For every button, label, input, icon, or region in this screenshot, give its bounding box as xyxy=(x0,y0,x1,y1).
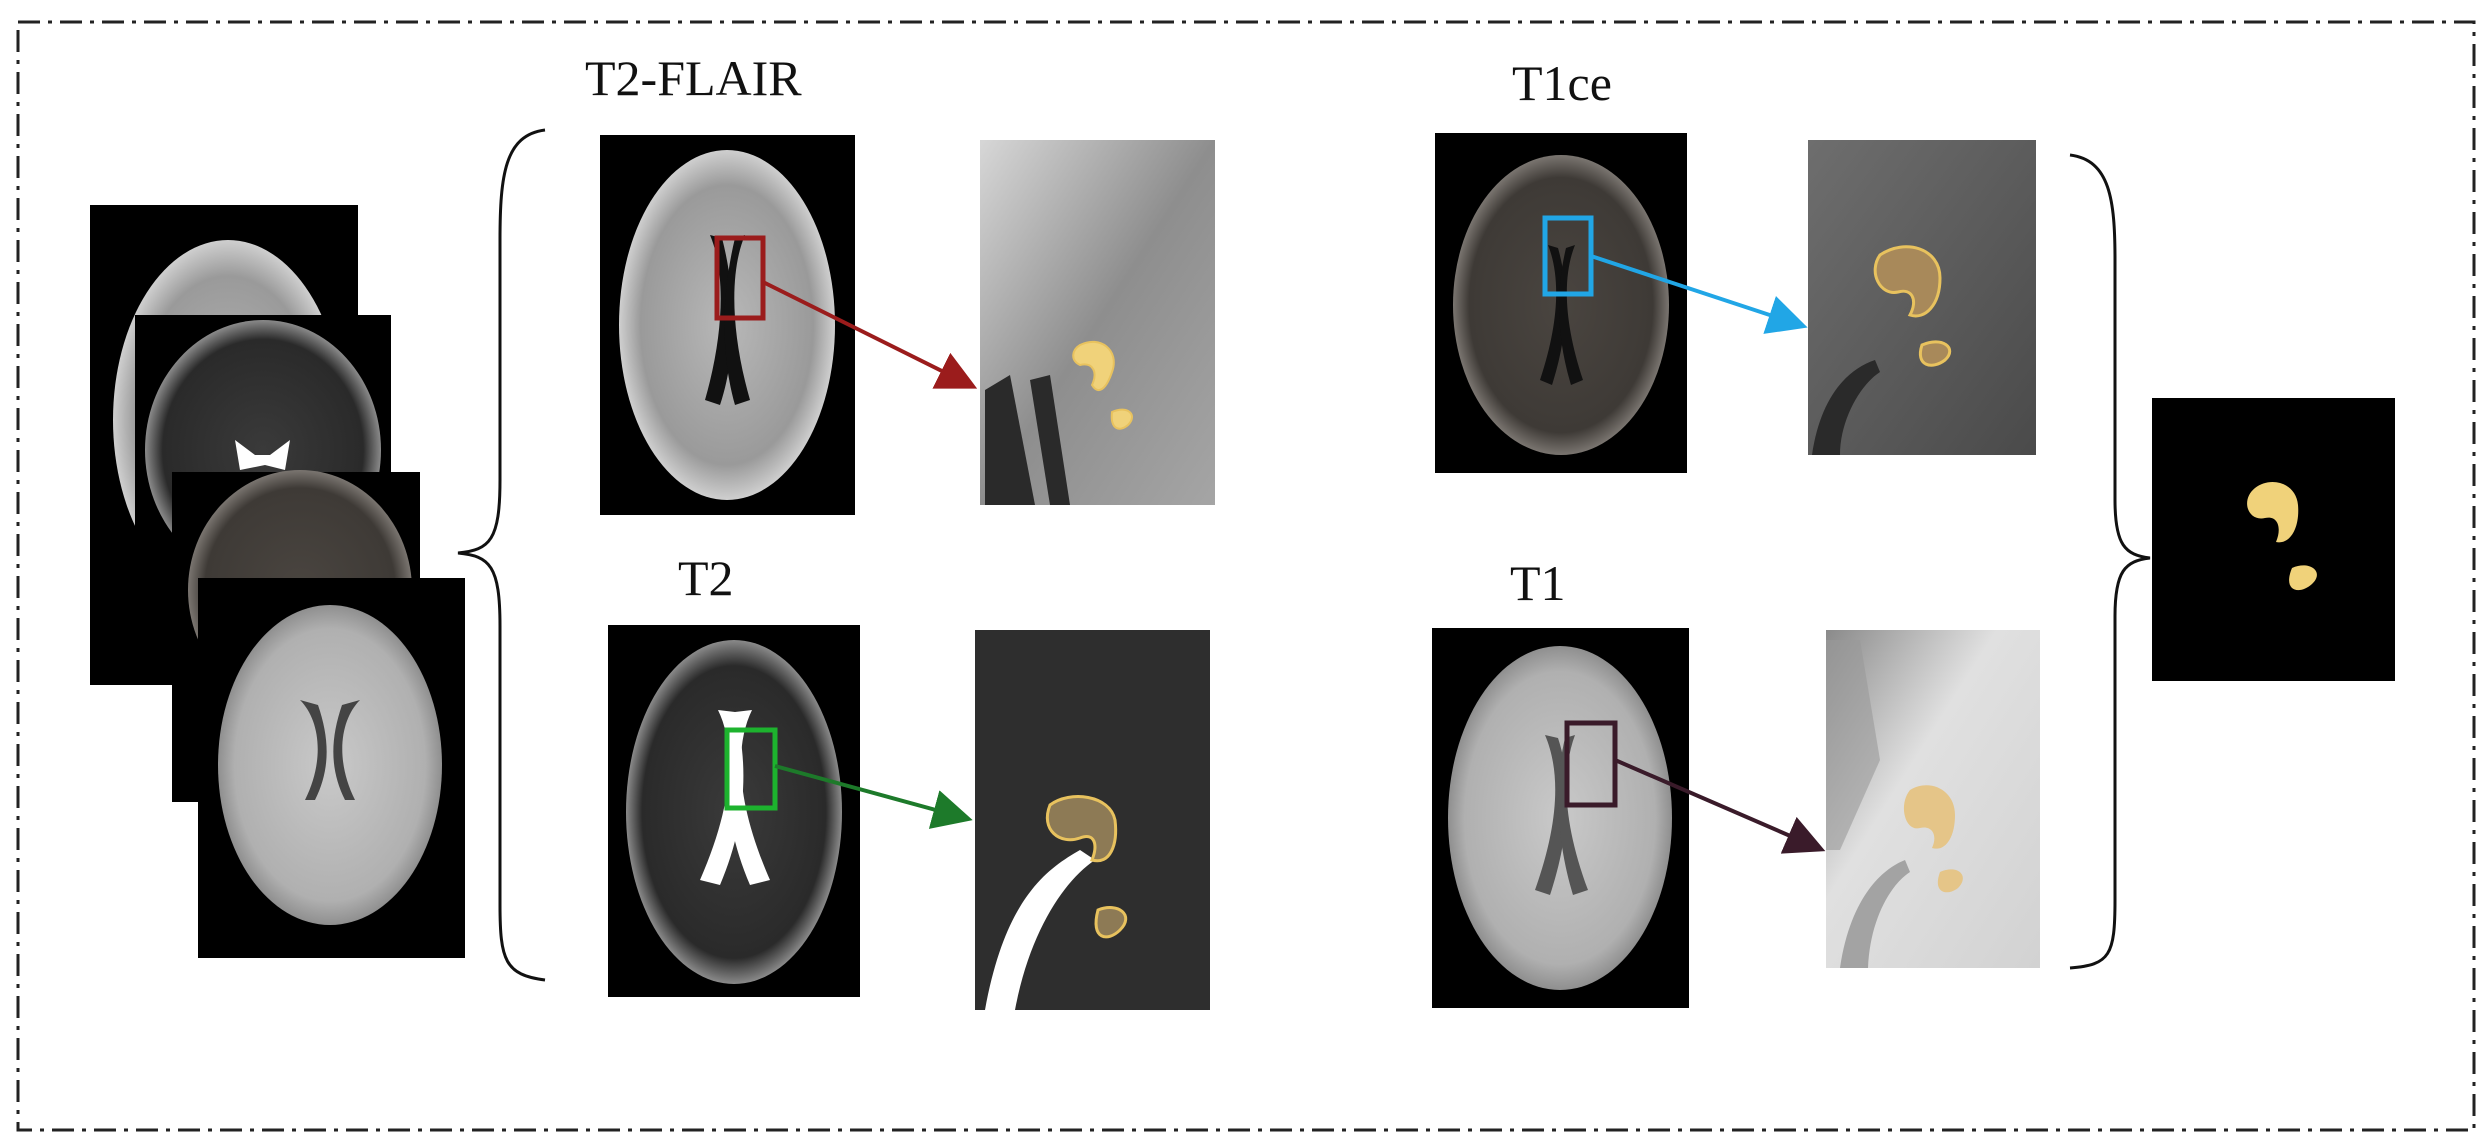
roi-box-t1 xyxy=(1564,720,1618,808)
arrow-t1 xyxy=(1614,758,1826,854)
crop-t2 xyxy=(975,630,1210,1010)
outer-frame xyxy=(16,20,2476,1132)
mask-tumor-secondary xyxy=(2289,565,2317,591)
left-curly-brace xyxy=(457,128,546,982)
crop-t2-flair xyxy=(980,140,1215,505)
label-t2: T2 xyxy=(678,550,734,606)
scan-t1ce xyxy=(1435,133,1687,473)
scan-t2-flair xyxy=(600,135,855,515)
right-curly-brace xyxy=(2069,153,2151,970)
scan-t1 xyxy=(1432,628,1689,1008)
tumor-region-flair xyxy=(1072,340,1115,392)
tumor-region-t2 xyxy=(1045,795,1118,863)
crop-t1ce xyxy=(1808,140,2036,455)
label-t1ce: T1ce xyxy=(1512,55,1612,111)
roi-box-t2 xyxy=(724,727,778,811)
segmentation-mask-output xyxy=(2152,398,2395,681)
arrow-t1ce xyxy=(1590,254,1808,334)
input-scan-stack xyxy=(90,205,465,958)
label-t2-flair: T2-FLAIR xyxy=(585,50,802,106)
crop-t1 xyxy=(1826,630,2040,968)
scan-t2 xyxy=(608,625,860,997)
roi-box-flair xyxy=(714,235,766,321)
label-t1: T1 xyxy=(1510,555,1566,611)
stack-slice-t1 xyxy=(198,578,465,958)
mask-tumor-main xyxy=(2247,481,2299,543)
tumor-region-t1 xyxy=(1903,785,1955,849)
arrow-t2 xyxy=(774,764,973,829)
tumor-region-t1ce xyxy=(1873,245,1942,318)
arrow-flair xyxy=(762,280,978,389)
